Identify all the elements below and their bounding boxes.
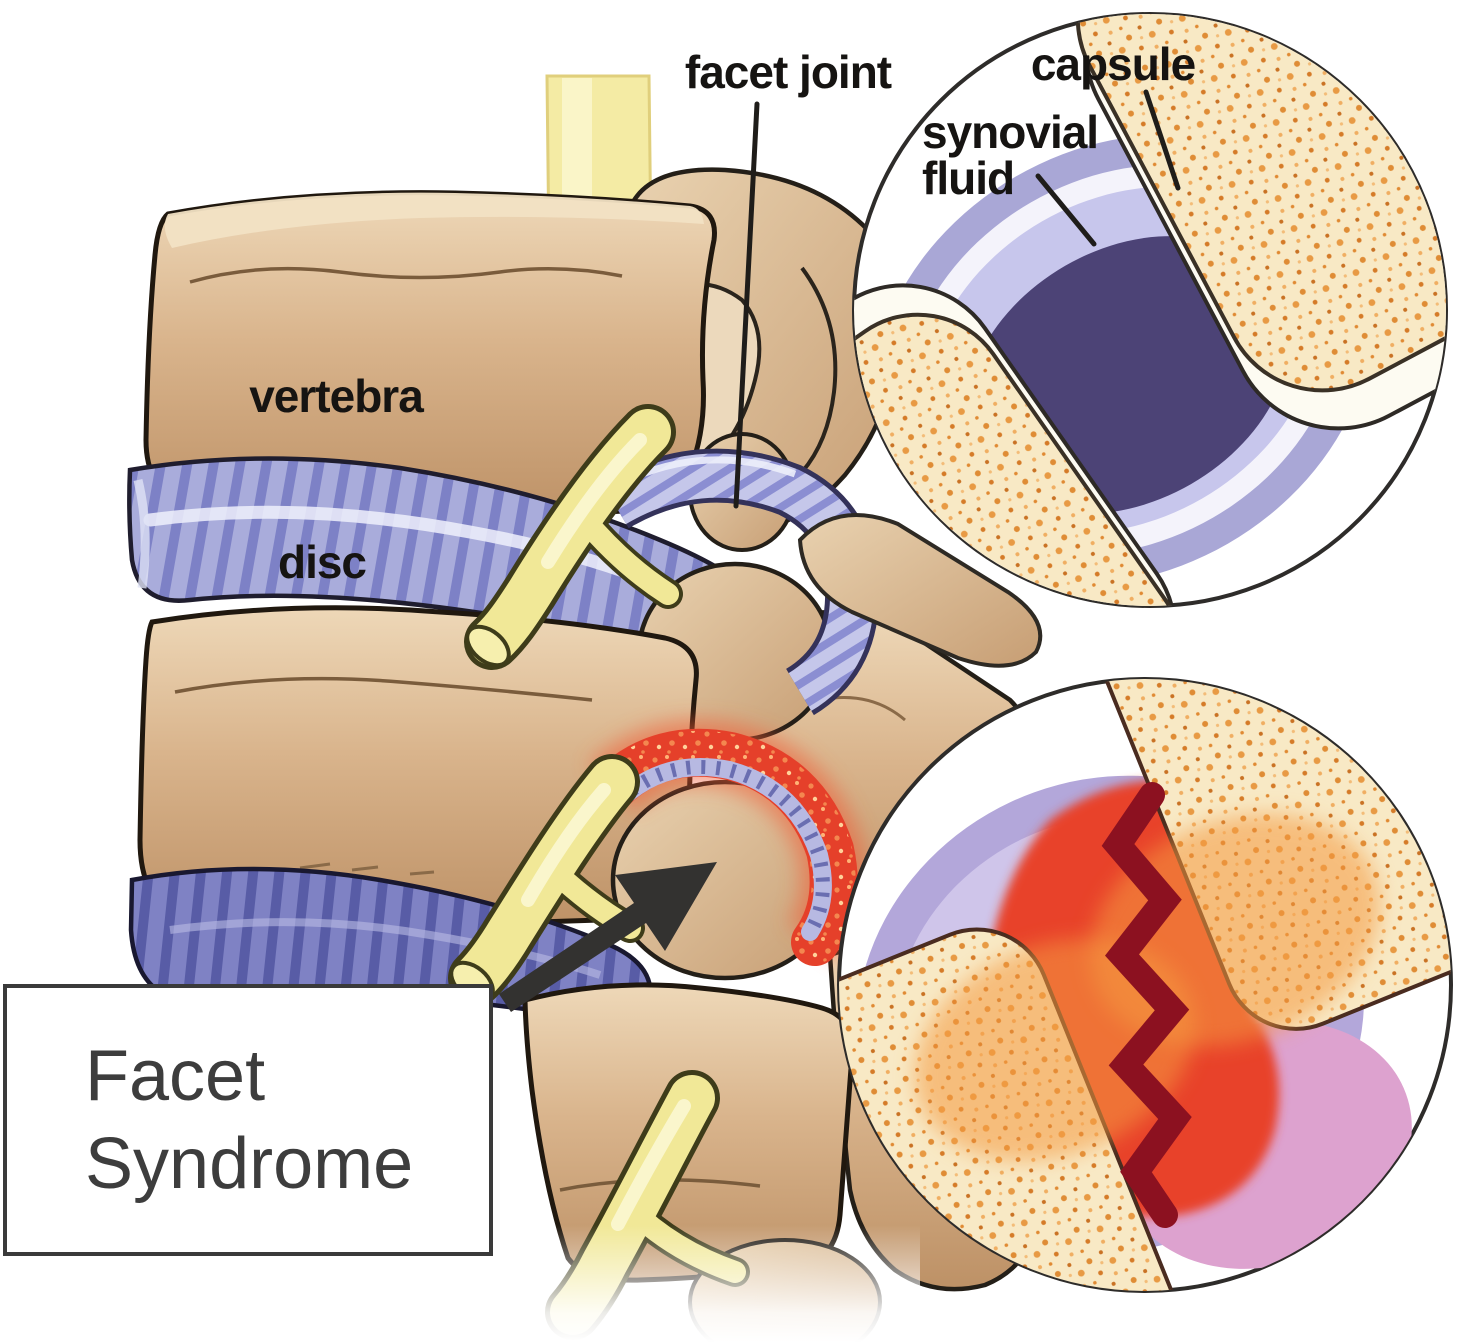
facet-joint-label: facet joint: [685, 46, 892, 98]
arrow-icon: [499, 862, 717, 1012]
facet-joint-pointer-line: [733, 101, 760, 509]
nerve-root-1: [464, 404, 683, 670]
inset-healthy-facet-joint: [797, 12, 1448, 668]
degenerated-bone-lower: [839, 927, 1192, 1291]
eroded-joint-gap: [1101, 782, 1192, 1228]
protruding-bone-shaft: [797, 513, 1043, 668]
capsule-pointer-line: [1143, 89, 1181, 191]
caption-line-2: Syndrome: [85, 1124, 414, 1204]
capsule-label: capsule: [1031, 38, 1196, 90]
inflamed-facet-joint: [588, 719, 867, 981]
synovial-label-line2: fluid: [922, 152, 1014, 204]
spine-lateral-view: [0, 74, 1052, 1342]
vertebra-label: vertebra: [249, 370, 424, 422]
disc-label: disc: [278, 536, 366, 588]
synovial-label-line1: synovial: [922, 106, 1098, 158]
caption-line-1: Facet: [85, 1036, 266, 1116]
caption-box: Facet Syndrome: [3, 984, 493, 1256]
inset-degenerated-facet-joint: [837, 677, 1453, 1293]
synovial-fluid-pointer-line: [1035, 173, 1097, 247]
